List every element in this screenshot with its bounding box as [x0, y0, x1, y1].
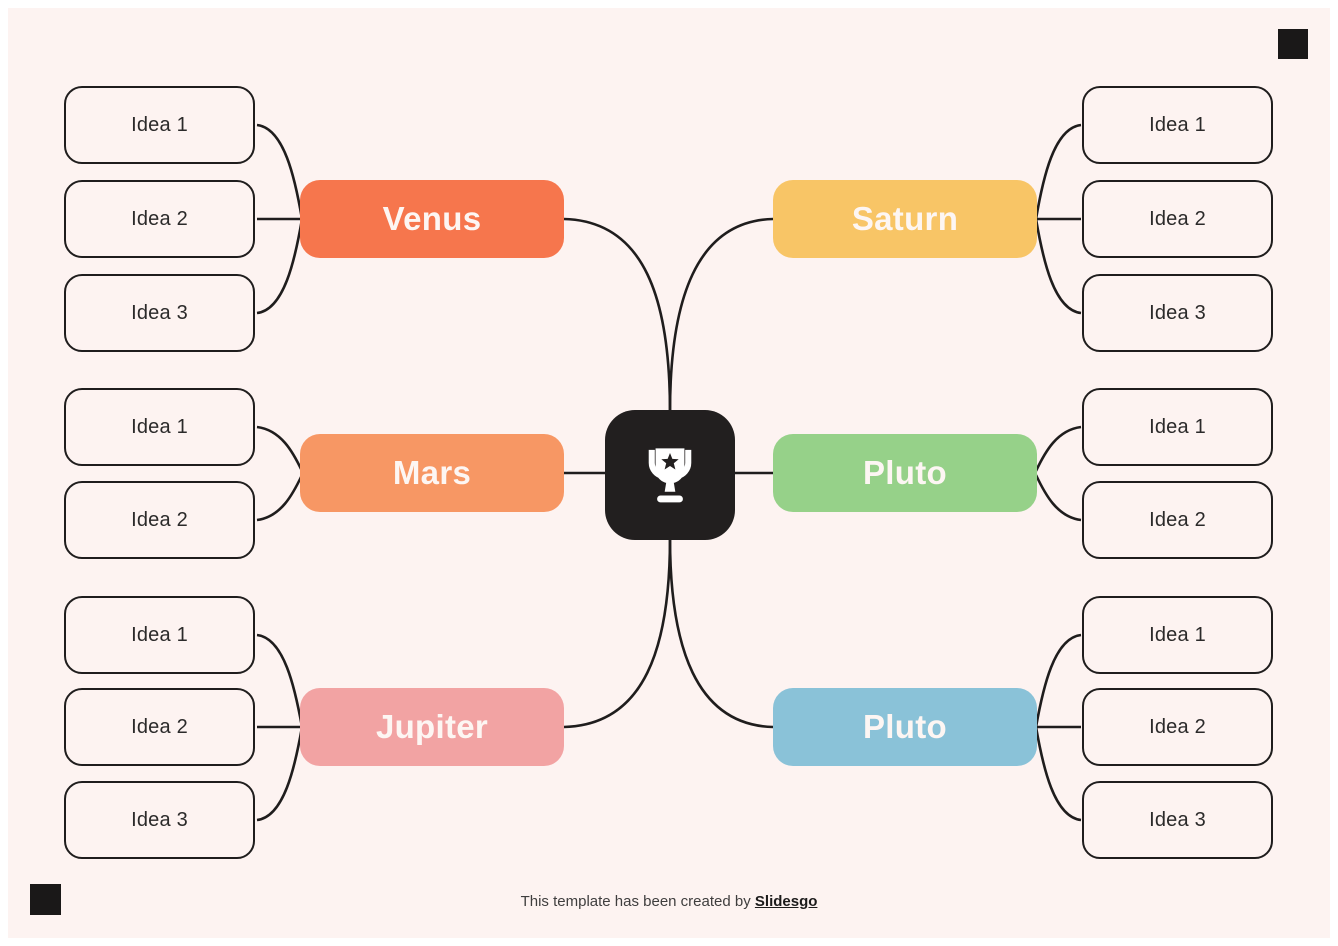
idea-label: Idea 3	[1149, 808, 1206, 831]
idea-box-pluto-green-2: Idea 2	[1082, 481, 1273, 559]
idea-label: Idea 2	[131, 508, 188, 531]
idea-box-pluto-blue-2: Idea 2	[1082, 688, 1273, 766]
idea-label: Idea 2	[1149, 508, 1206, 531]
center-node	[605, 410, 735, 540]
connector-jupiter-idea1	[256, 633, 304, 728]
idea-label: Idea 2	[131, 207, 188, 230]
branch-label: Pluto	[863, 708, 947, 745]
branch-pill-jupiter: Jupiter	[300, 688, 564, 766]
idea-label: Idea 3	[131, 808, 188, 831]
idea-label: Idea 1	[131, 415, 188, 438]
connector-pluto-blue-idea1	[1034, 633, 1082, 728]
idea-box-jupiter-1: Idea 1	[64, 596, 255, 674]
trophy-icon	[648, 448, 692, 503]
corner-square-top-right	[1278, 29, 1308, 59]
connector-center-saturn	[668, 217, 774, 413]
connector-saturn-idea1	[1034, 123, 1082, 220]
idea-box-saturn-2: Idea 2	[1082, 180, 1273, 258]
idea-box-venus-1: Idea 1	[64, 86, 255, 164]
idea-box-saturn-1: Idea 1	[1082, 86, 1273, 164]
connector-venus-idea3	[256, 218, 304, 315]
idea-label: Idea 1	[131, 113, 188, 136]
connector-pluto-blue-idea3	[1034, 726, 1082, 822]
idea-box-mars-1: Idea 1	[64, 388, 255, 466]
idea-label: Idea 1	[1149, 623, 1206, 646]
idea-box-jupiter-2: Idea 2	[64, 688, 255, 766]
idea-box-venus-2: Idea 2	[64, 180, 255, 258]
branch-pill-pluto-blue: Pluto	[773, 688, 1037, 766]
branch-pill-pluto-green: Pluto	[773, 434, 1037, 512]
connector-center-venus	[563, 217, 672, 413]
branch-label: Saturn	[851, 200, 959, 237]
idea-box-saturn-3: Idea 3	[1082, 274, 1273, 352]
connector-venus-idea1	[256, 123, 304, 220]
branch-pill-mars: Mars	[300, 434, 564, 512]
idea-label: Idea 2	[1149, 715, 1206, 738]
slidesgo-link[interactable]: Slidesgo	[754, 893, 818, 910]
connector-center-jupiter	[563, 537, 672, 729]
branch-label: Venus	[382, 200, 482, 237]
idea-label: Idea 3	[131, 301, 188, 324]
branch-label: Jupiter	[375, 708, 489, 745]
idea-box-pluto-blue-1: Idea 1	[1082, 596, 1273, 674]
idea-label: Idea 2	[131, 715, 188, 738]
idea-box-jupiter-3: Idea 3	[64, 781, 255, 859]
idea-label: Idea 3	[1149, 301, 1206, 324]
footer-credit: This template has been created by Slides…	[521, 893, 818, 910]
connector-mars-idea2	[256, 474, 304, 522]
idea-label: Idea 1	[1149, 415, 1206, 438]
connector-jupiter-idea3	[256, 726, 304, 822]
idea-label: Idea 2	[1149, 207, 1206, 230]
connector-mars-idea1	[256, 425, 304, 472]
idea-box-mars-2: Idea 2	[64, 481, 255, 559]
idea-box-venus-3: Idea 3	[64, 274, 255, 352]
footer-text: This template has been created by	[520, 893, 751, 910]
branch-label: Pluto	[863, 454, 947, 491]
connector-pluto-green-idea2	[1034, 474, 1082, 522]
idea-label: Idea 1	[1149, 113, 1206, 136]
connector-center-pluto-blue	[668, 537, 774, 729]
connector-pluto-green-idea1	[1034, 425, 1082, 472]
connector-saturn-idea3	[1034, 218, 1082, 315]
corner-square-bottom-left	[30, 884, 61, 915]
idea-box-pluto-blue-3: Idea 3	[1082, 781, 1273, 859]
branch-pill-venus: Venus	[300, 180, 564, 258]
idea-label: Idea 1	[131, 623, 188, 646]
idea-box-pluto-green-1: Idea 1	[1082, 388, 1273, 466]
branch-label: Mars	[392, 454, 472, 491]
branch-pill-saturn: Saturn	[773, 180, 1037, 258]
